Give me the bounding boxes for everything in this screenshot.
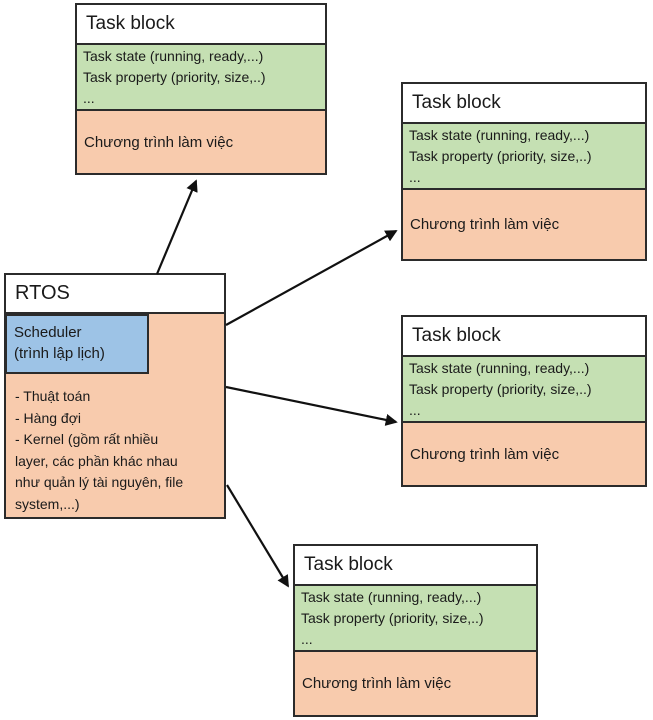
task-state-section: Task state (running, ready,...) Task pro…	[403, 355, 645, 423]
task-block-top-right: Task block Task state (running, ready,..…	[401, 82, 647, 261]
task-state-line: Task state (running, ready,...)	[83, 48, 264, 64]
arrow-rtos-to-middle-right	[225, 385, 398, 426]
task-state-section: Task state (running, ready,...) Task pro…	[77, 43, 325, 111]
rtos-block: RTOS Scheduler (trình lập lịch) - Thuật …	[4, 273, 226, 519]
arrow-rtos-to-top-right	[225, 230, 398, 326]
task-state-line: Task state (running, ready,...)	[409, 360, 590, 376]
task-block-title: Task block	[403, 317, 645, 355]
task-more-line: ...	[83, 90, 95, 106]
task-property-line: Task property (priority, size,..)	[301, 610, 484, 626]
task-block-title: Task block	[403, 84, 645, 122]
task-property-line: Task property (priority, size,..)	[409, 381, 592, 397]
task-block-top-left: Task block Task state (running, ready,..…	[75, 3, 327, 175]
task-block-middle-right: Task block Task state (running, ready,..…	[401, 315, 647, 487]
rtos-body: Scheduler (trình lập lịch) - Thuật toán …	[5, 312, 224, 517]
task-state-section: Task state (running, ready,...) Task pro…	[403, 122, 645, 190]
task-more-line: ...	[409, 402, 421, 418]
task-state-line: Task state (running, ready,...)	[409, 127, 590, 143]
task-property-line: Task property (priority, size,..)	[409, 148, 592, 164]
task-program-section: Chương trình làm việc	[295, 652, 536, 715]
task-program-section: Chương trình làm việc	[77, 111, 325, 173]
task-state-section: Task state (running, ready,...) Task pro…	[295, 584, 536, 652]
task-program-section: Chương trình làm việc	[403, 190, 645, 259]
task-more-line: ...	[409, 169, 421, 185]
task-more-line: ...	[301, 631, 313, 647]
rtos-notes: - Thuật toán - Hàng đợi - Kernel (gồm rấ…	[15, 388, 184, 512]
task-block-bottom: Task block Task state (running, ready,..…	[293, 544, 538, 717]
task-block-title: Task block	[77, 5, 325, 43]
task-property-line: Task property (priority, size,..)	[83, 69, 266, 85]
task-program-section: Chương trình làm việc	[403, 423, 645, 485]
scheduler-box: Scheduler (trình lập lịch)	[5, 314, 149, 374]
task-block-title: Task block	[295, 546, 536, 584]
scheduler-name: Scheduler	[14, 324, 82, 341]
task-state-line: Task state (running, ready,...)	[301, 589, 482, 605]
arrow-rtos-to-top-left	[155, 179, 198, 275]
scheduler-subtitle: (trình lập lịch)	[14, 345, 105, 362]
rtos-title: RTOS	[6, 275, 224, 312]
arrow-rtos-to-bottom	[226, 484, 289, 588]
